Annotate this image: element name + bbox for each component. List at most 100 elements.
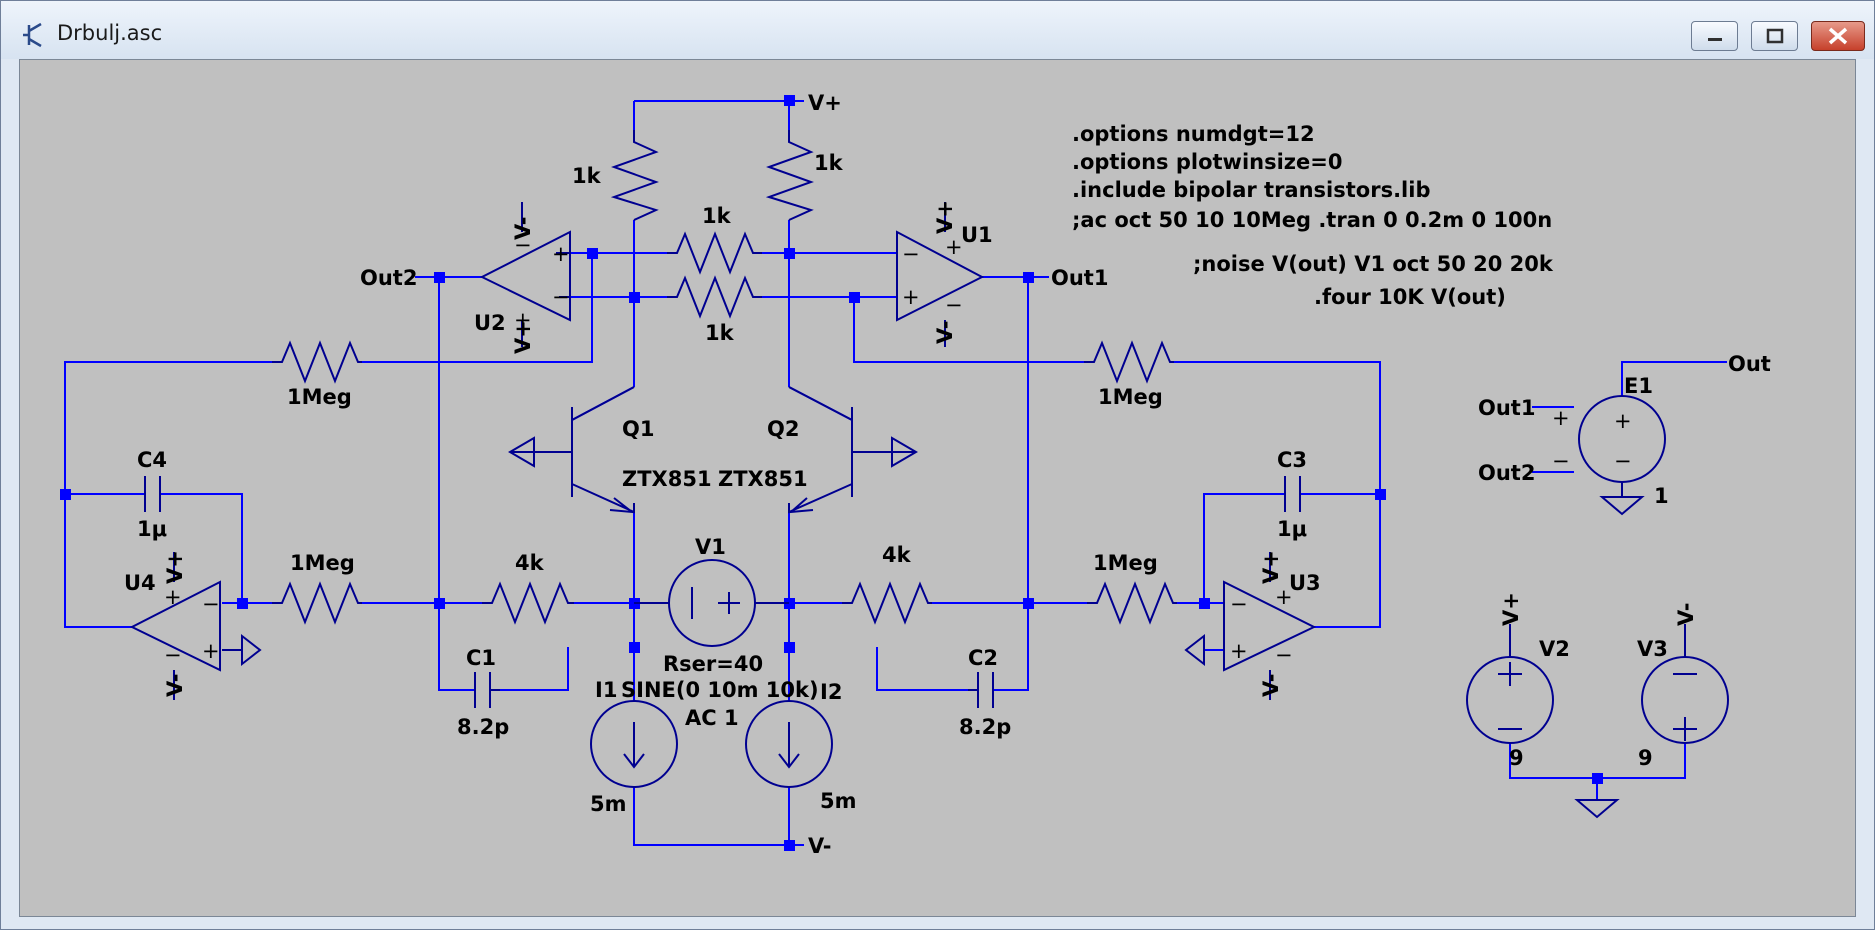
net-e1-in2: Out2	[1478, 461, 1535, 485]
directive-5: ;noise V(out) V1 oct 50 20 20k	[1193, 252, 1554, 276]
opamp-u3	[1223, 580, 1317, 672]
label-q2: Q2	[767, 417, 799, 441]
svg-text:−: −	[945, 293, 963, 317]
svg-text:+: +	[514, 308, 532, 332]
opamp-pin-marks: +− −+ −+ −+ −+ +− +− +−	[164, 233, 1293, 667]
net-u3-vminus: V-	[1259, 674, 1283, 697]
opamp-u2	[479, 230, 571, 322]
label-v1: V1	[695, 535, 726, 559]
title-bar[interactable]: Drbulj.asc	[1, 1, 1874, 59]
resistor-top-right	[765, 130, 814, 221]
label-r-top-right: 1k	[814, 151, 844, 175]
label-i1: I1	[595, 678, 617, 702]
net-u1-vplus: V+	[933, 200, 957, 234]
spice-directives[interactable]: .options numdgt=12 .options plotwinsize=…	[1072, 122, 1554, 309]
directive-3: .include bipolar transistors.lib	[1072, 178, 1430, 202]
svg-text:+: +	[1275, 585, 1293, 609]
label-c1: C1	[466, 646, 496, 670]
resistor-fb-right	[1084, 340, 1174, 384]
net-labels: V+ V- Out2 Out1 Out Out1 Out2 +− +− V- V…	[163, 91, 1771, 858]
net-vminus-bottom: V-	[808, 834, 831, 858]
capacitors	[144, 476, 1301, 708]
svg-text:−: −	[202, 592, 220, 616]
voltage-source-v1	[668, 559, 756, 647]
ground-e1	[1599, 496, 1645, 516]
label-v2-val: 9	[1509, 746, 1524, 770]
label-c3: C3	[1277, 448, 1307, 472]
transistor-q2	[788, 386, 892, 514]
label-r-in-right: 1Meg	[1093, 551, 1158, 575]
svg-text:−: −	[1552, 449, 1570, 473]
net-out: Out	[1728, 352, 1771, 376]
label-u3: U3	[1289, 571, 1321, 595]
label-c4: C4	[137, 448, 167, 472]
net-out2: Out2	[360, 266, 417, 290]
resistor-in-left	[272, 581, 362, 625]
opamp-u4	[129, 580, 221, 672]
label-c3-val: 1μ	[1277, 517, 1307, 541]
resistors	[272, 130, 1177, 625]
net-vplus-top: V+	[808, 91, 842, 115]
resistor-fb-left	[272, 340, 362, 384]
ground-u4	[222, 633, 262, 667]
capacitor-c2	[968, 672, 994, 708]
svg-text:+: +	[1230, 639, 1248, 663]
svg-text:+: +	[1552, 406, 1570, 430]
capacitor-c3	[1284, 476, 1301, 512]
svg-text:+: +	[945, 235, 963, 259]
directive-1: .options numdgt=12	[1072, 122, 1315, 146]
label-c2-val: 8.2p	[959, 715, 1011, 739]
label-c2: C2	[968, 646, 998, 670]
label-c4-val: 1μ	[137, 517, 167, 541]
svg-text:−: −	[164, 643, 182, 667]
label-r-4k-left: 4k	[515, 551, 545, 575]
resistor-mid-top	[667, 231, 762, 275]
ground-u3	[1184, 633, 1205, 667]
label-q2-model: ZTX851	[718, 467, 808, 491]
capacitor-c1	[474, 672, 500, 708]
minimize-icon	[1708, 38, 1722, 41]
schematic-canvas[interactable]: +− −+ −+ −+ −+ +− +− +−	[19, 59, 1856, 917]
minimize-button[interactable]	[1691, 21, 1738, 51]
current-source-i1	[590, 700, 678, 788]
label-i2-val: 5m	[820, 789, 857, 813]
directive-6: .four 10K V(out)	[1314, 285, 1506, 309]
close-button[interactable]	[1811, 21, 1865, 51]
resistor-in-right	[1087, 581, 1177, 625]
schematic-drawing[interactable]: +− −+ −+ −+ −+ +− +− +−	[20, 60, 1855, 916]
maximize-button[interactable]	[1751, 21, 1798, 51]
svg-text:−: −	[1614, 449, 1632, 473]
net-u4-vplus: V+	[163, 550, 187, 584]
label-r-top-left: 1k	[572, 164, 602, 188]
label-u2: U2	[474, 311, 506, 335]
label-v3: V3	[1637, 637, 1668, 661]
maximize-icon	[1766, 28, 1784, 44]
label-i2: I2	[820, 680, 842, 704]
label-e1: E1	[1624, 374, 1653, 398]
current-source-i2	[745, 700, 833, 788]
net-u1-vminus: V-	[933, 321, 957, 344]
label-v2: V2	[1539, 637, 1570, 661]
label-v3-val: 9	[1638, 746, 1653, 770]
sources	[590, 395, 1729, 788]
label-i1-val: 5m	[590, 792, 627, 816]
capacitor-c4	[144, 476, 161, 512]
label-r-mid-bottom: 1k	[705, 321, 735, 345]
label-v1-sine: SINE(0 10m 10k)	[621, 678, 819, 702]
label-u4: U4	[124, 571, 156, 595]
junctions	[60, 95, 1603, 851]
opamp-u1	[896, 230, 985, 322]
label-r-mid-top: 1k	[702, 204, 732, 228]
ground-symbols	[173, 202, 1686, 819]
net-e1-in1: Out1	[1478, 396, 1535, 420]
svg-text:+: +	[164, 585, 182, 609]
directive-4: ;ac oct 50 10 10Meg .tran 0 0.2m 0 100n	[1072, 208, 1552, 232]
label-q1-model: ZTX851	[622, 467, 712, 491]
resistor-top-left	[610, 130, 659, 221]
label-r-fb-right: 1Meg	[1098, 385, 1163, 409]
label-v1-ac: AC 1	[685, 706, 739, 730]
transistor-app-icon	[23, 22, 42, 48]
label-u1: U1	[961, 223, 993, 247]
svg-text:−: −	[514, 233, 532, 257]
